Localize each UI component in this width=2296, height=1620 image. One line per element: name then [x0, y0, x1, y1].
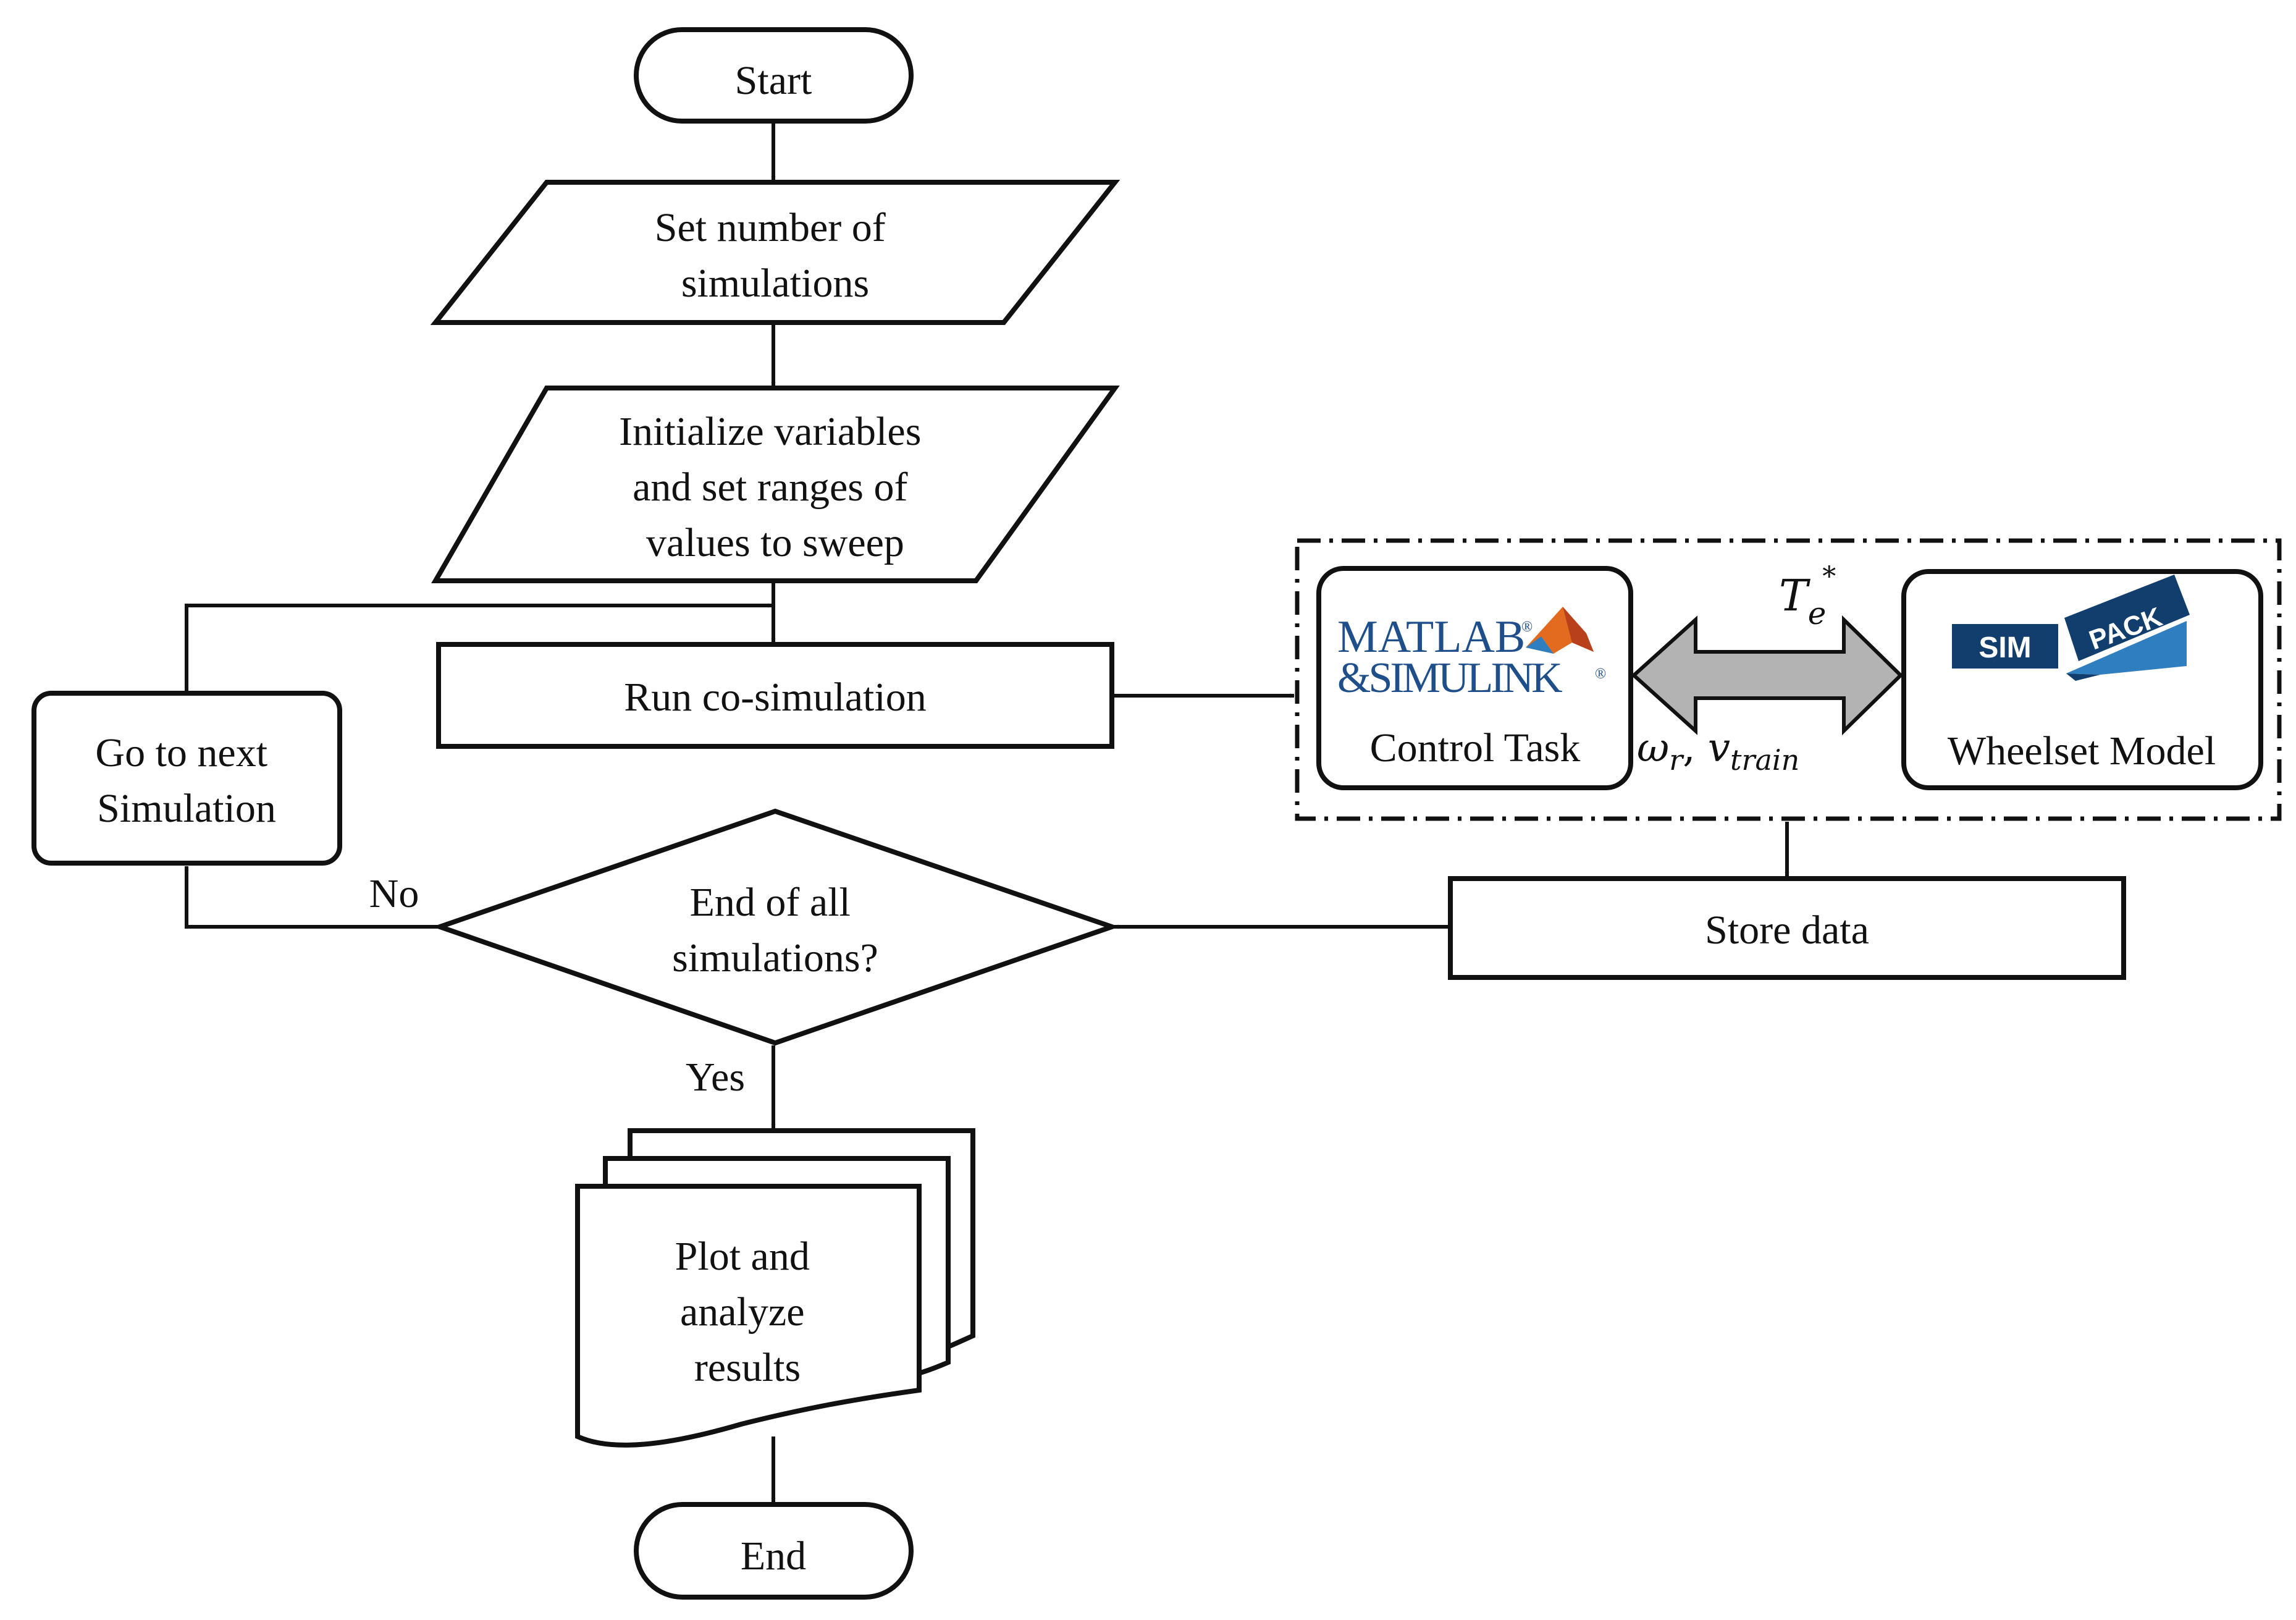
cosim-group-border — [1295, 538, 2282, 821]
control-task-label: Control Task — [1370, 725, 1581, 770]
yes-branch-label: Yes — [686, 1055, 745, 1100]
initialize-label: Initialize variables and set ranges of v… — [619, 409, 931, 565]
store-data-node: Store data — [1448, 876, 2126, 980]
start-label: Start — [735, 58, 812, 103]
matlab-logo-text: MATLAB — [1337, 612, 1525, 662]
decision-label: End of all simulations? — [672, 880, 878, 981]
control-task-box: MATLAB &SIMULINK ® ® Control Task — [1316, 566, 1633, 790]
simulink-reg-mark: ® — [1595, 666, 1606, 682]
set-number-label: Set number of simulations — [655, 205, 896, 306]
feedback-label: ωr, vtrain — [1637, 725, 1799, 777]
initialize-node: Initialize variables and set ranges of v… — [431, 386, 1120, 583]
matlab-membrane-icon — [1526, 607, 1594, 654]
plot-results-node: Plot and analyze results — [575, 1128, 975, 1448]
simpack-light-wedge — [2066, 621, 2187, 675]
go-next-label: Go to next Simulation — [95, 730, 277, 831]
run-cosim-node: Run co-simulation — [436, 642, 1114, 749]
store-data-label: Store data — [1705, 908, 1869, 953]
decision-node: End of all simulations? — [432, 808, 1120, 1046]
go-next-node: Go to next Simulation — [32, 691, 342, 866]
simpack-logo: SIM PACK — [1952, 575, 2190, 681]
arrow-go-next-to-run — [185, 603, 773, 692]
set-number-node: Set number of simulations — [430, 180, 1121, 325]
plot-results-label: Plot and analyze results — [675, 1234, 820, 1390]
simpack-sim-text: SIM — [1979, 631, 2031, 664]
no-branch-label: No — [369, 871, 419, 916]
simpack-sim-badge — [1952, 624, 2058, 669]
matlab-simulink-logo: MATLAB &SIMULINK ® ® — [1337, 607, 1606, 702]
connectors — [184, 124, 1789, 1503]
torque-label: Te* — [1779, 561, 1836, 631]
wheelset-model-label: Wheelset Model — [1948, 728, 2216, 774]
end-node: End — [634, 1502, 914, 1600]
arrow-no-to-go-next — [184, 866, 439, 929]
simulink-logo-text: &SIMULINK — [1337, 654, 1562, 702]
simpack-dark-wedge — [2066, 673, 2100, 681]
cosim-group: MATLAB &SIMULINK ® ® Control Task SIM PA… — [1295, 538, 2282, 821]
run-cosim-label: Run co-simulation — [624, 675, 926, 720]
matlab-reg-mark: ® — [1521, 619, 1533, 635]
start-node: Start — [634, 27, 914, 124]
wheelset-model-box: SIM PACK Wheelset Model — [1901, 569, 2263, 790]
end-label: End — [741, 1534, 806, 1579]
simpack-pack-badge — [2064, 575, 2190, 661]
bidirectional-arrow — [1631, 615, 1904, 736]
